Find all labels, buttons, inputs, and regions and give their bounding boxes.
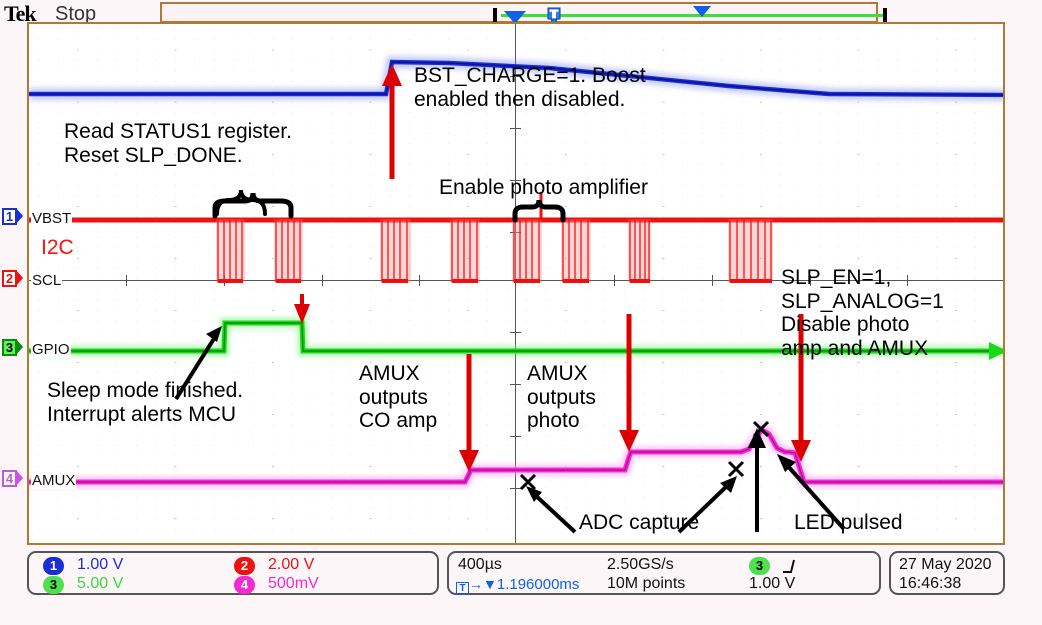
waveform-traces <box>29 55 1003 534</box>
status-bar: 1 1.00 V 3 5.00 V 2 2.00 V 4 500mV 400µs… <box>27 551 1005 595</box>
grid-dots-minor <box>29 24 1003 543</box>
ch1-scale[interactable]: 1.00 V <box>77 556 124 573</box>
adc-capture-x-markers <box>519 420 770 491</box>
trigger-position-triangle-top[interactable] <box>693 6 711 17</box>
ch1-badge[interactable]: 1 <box>43 557 64 575</box>
ch3-scale[interactable]: 5.00 V <box>77 575 124 592</box>
annotation-slp-en: SLP_EN=1, SLP_ANALOG=1 Disable photo amp… <box>781 266 944 360</box>
annotation-led-pulsed: LED pulsed <box>794 511 903 534</box>
ch4-scale[interactable]: 500mV <box>268 575 319 592</box>
time-value: 16:46:38 <box>899 575 962 592</box>
record-length-value[interactable]: 10M points <box>607 575 686 592</box>
bus-label-i2c: I2C <box>41 236 74 259</box>
record-bracket-right[interactable] <box>883 8 887 25</box>
trigger-delay-value: 1.196000ms <box>496 576 580 593</box>
rising-edge-icon[interactable] <box>781 558 799 574</box>
ch2-trace-label: SCL <box>31 272 63 289</box>
timebase-value[interactable]: 400µs <box>458 556 502 573</box>
ch2-pointer-badge[interactable]: 2 <box>2 270 23 287</box>
trigger-position-triangle-icon[interactable] <box>504 11 526 24</box>
trigger-source-badge[interactable]: 3 <box>749 557 770 575</box>
ch1-pointer-badge[interactable]: 1 <box>2 208 23 225</box>
ch2-scale[interactable]: 2.00 V <box>268 556 315 573</box>
annotation-arrows-black <box>174 326 846 534</box>
acquisition-state-label: Stop <box>55 3 97 25</box>
ch4-trace-label: AMUX <box>31 472 77 489</box>
sample-rate-value[interactable]: 2.50GS/s <box>607 556 674 573</box>
ch3-level-marker-right <box>989 342 1003 360</box>
annotation-bst-charge: BST_CHARGE=1. Boost enabled then disable… <box>414 64 646 111</box>
horizontal-trigger-panel[interactable]: 400µs T→▼1.196000ms 2.50GS/s 10M points … <box>447 551 881 595</box>
waveform-graticule[interactable]: VBST SCL GPIO AMUX I2C Read STATUS1 regi… <box>27 22 1005 545</box>
ch2-badge[interactable]: 2 <box>234 557 255 575</box>
ch4-pointer-badge[interactable]: 4 <box>2 470 23 487</box>
annotation-amux-co: AMUX outputs CO amp <box>359 362 438 433</box>
annotation-adc-capture: ADC capture <box>579 511 700 534</box>
ch3-trace-label: GPIO <box>31 341 71 358</box>
trace-ch3-gpio <box>29 317 1003 357</box>
grid-dots-major <box>29 24 1003 543</box>
trigger-level-value[interactable]: 1.00 V <box>749 575 796 592</box>
brace-markers <box>212 189 566 223</box>
annotation-arrows-red <box>294 64 811 472</box>
trigger-t-box-icon: T <box>456 582 469 595</box>
ch3-badge[interactable]: 3 <box>43 576 64 594</box>
annotation-amux-photo: AMUX outputs photo <box>527 362 596 433</box>
ch3-pointer-badge[interactable]: 3 <box>2 339 23 356</box>
trace-ch4-amux <box>29 422 1003 488</box>
annotation-sleep-finished: Sleep mode finished. Interrupt alerts MC… <box>47 379 244 426</box>
datetime-panel: 27 May 2020 16:46:38 <box>889 551 1005 595</box>
ch4-badge[interactable]: 4 <box>234 576 255 594</box>
trace-ch2-scl <box>29 192 1003 283</box>
date-value: 27 May 2020 <box>899 556 992 573</box>
annotation-read-status: Read STATUS1 register. Reset SLP_DONE. <box>64 120 292 167</box>
tek-logo: Tek <box>4 1 37 26</box>
ch1-trace-label: VBST <box>31 210 73 227</box>
vertical-settings-panel[interactable]: 1 1.00 V 3 5.00 V 2 2.00 V 4 500mV <box>27 551 439 595</box>
trigger-delay-group[interactable]: T→▼1.196000ms <box>456 576 579 595</box>
record-view-indicator <box>501 14 883 17</box>
record-bracket-left[interactable] <box>493 8 497 25</box>
annotation-enable-photo: Enable photo amplifier <box>439 176 648 199</box>
center-vertical-axis <box>515 24 516 543</box>
